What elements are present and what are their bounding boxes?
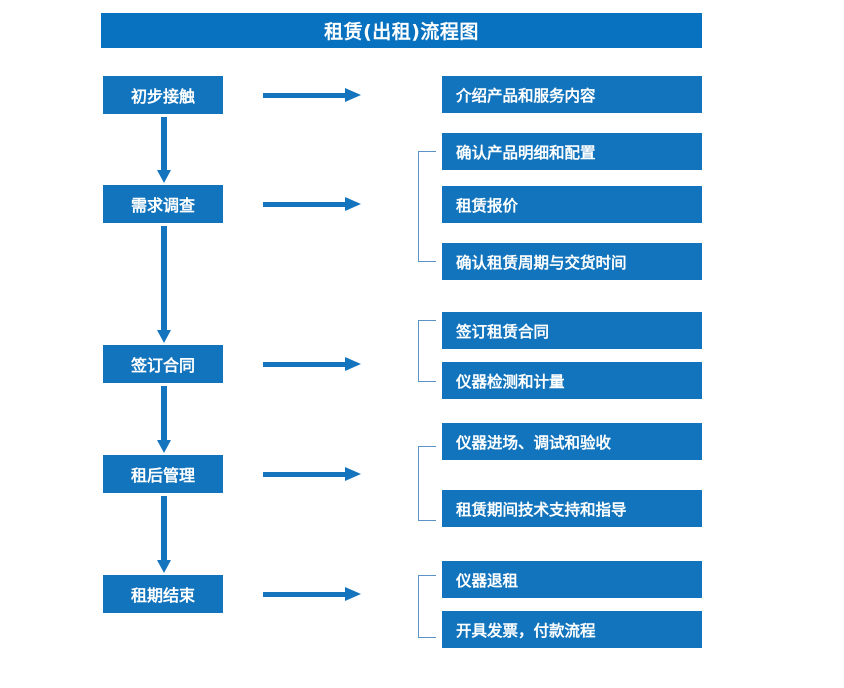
horizontal-arrow-3 — [263, 357, 361, 371]
detail-box-g2-3[interactable]: 确认租赁周期与交货时间 — [442, 243, 702, 280]
horizontal-arrow-4 — [263, 467, 361, 481]
group-bracket-4 — [418, 446, 436, 521]
stage-box-5[interactable]: 租期结束 — [103, 575, 223, 613]
stage-box-3[interactable]: 签订合同 — [103, 345, 223, 383]
detail-box-g4-1[interactable]: 仪器进场、调试和验收 — [442, 423, 702, 460]
detail-box-g5-2[interactable]: 开具发票，付款流程 — [442, 611, 702, 648]
detail-box-g3-1[interactable]: 签订租赁合同 — [442, 312, 702, 349]
group-bracket-5 — [418, 575, 436, 638]
horizontal-arrow-1 — [263, 88, 361, 102]
detail-box-g3-2[interactable]: 仪器检测和计量 — [442, 362, 702, 399]
stage-box-2[interactable]: 需求调查 — [103, 185, 223, 223]
vertical-arrow-3-to-4 — [157, 386, 171, 453]
flowchart-title: 租赁(出租)流程图 — [101, 13, 702, 48]
vertical-arrow-2-to-3 — [157, 226, 171, 343]
stage-box-4[interactable]: 租后管理 — [103, 455, 223, 493]
vertical-arrow-4-to-5 — [157, 496, 171, 573]
detail-box-g2-1[interactable]: 确认产品明细和配置 — [442, 133, 702, 170]
group-bracket-3 — [418, 320, 436, 382]
detail-box-g1-1[interactable]: 介绍产品和服务内容 — [442, 76, 702, 113]
horizontal-arrow-2 — [263, 197, 361, 211]
stage-box-1[interactable]: 初步接触 — [103, 76, 223, 114]
group-bracket-2 — [418, 151, 436, 262]
detail-box-g5-1[interactable]: 仪器退租 — [442, 561, 702, 598]
detail-box-g2-2[interactable]: 租赁报价 — [442, 186, 702, 223]
vertical-arrow-1-to-2 — [157, 117, 171, 183]
detail-box-g4-2[interactable]: 租赁期间技术支持和指导 — [442, 490, 702, 527]
horizontal-arrow-5 — [263, 587, 361, 601]
